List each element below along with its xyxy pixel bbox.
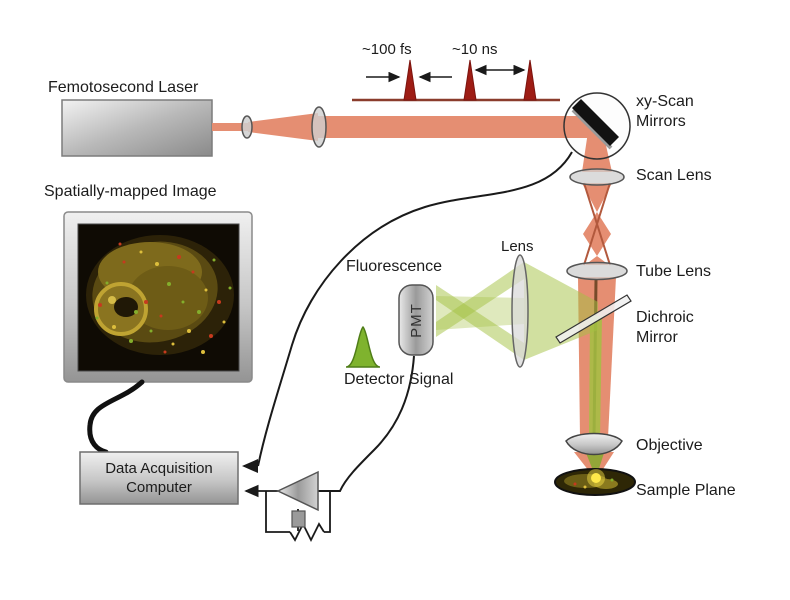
resistor-zigzag (289, 521, 325, 543)
feedback-component (291, 510, 306, 528)
speckles (95, 242, 232, 354)
scan-lens (569, 168, 625, 186)
pmt-label: PMT (407, 302, 425, 338)
sample-plane-label: Sample Plane (636, 482, 736, 499)
computer-box (79, 451, 239, 505)
detector-signal-curve (345, 325, 381, 368)
scan-lens-label: Scan Lens (636, 167, 712, 184)
monitor-cable (87, 379, 145, 455)
fluorescence-focus-cone (586, 453, 604, 478)
spatially-mapped-image-label: Spatially-mapped Image (44, 183, 217, 200)
pulse-spacing-label: ~10 ns (452, 41, 498, 58)
pulse-annotation-arrows (366, 64, 526, 83)
sample-plane (554, 468, 636, 496)
beam-lens-large (311, 106, 327, 148)
amplifier-triangle (276, 470, 319, 512)
embryo-image (86, 235, 234, 355)
pulse-width-label: ~100 fs (362, 41, 412, 58)
descending-fluorescence-band (589, 316, 602, 438)
dichroic-mirror-label: Dichroic Mirror (636, 309, 694, 346)
detector-signal-label: Detector Signal (344, 371, 454, 388)
collection-lens-label: Lens (501, 238, 534, 255)
computer-label: Data Acquisition Computer (105, 460, 213, 496)
xy-scan-mirror (563, 92, 631, 160)
pmt-detector (398, 284, 434, 356)
xy-scan-mirrors-label: xy-Scan Mirrors (636, 93, 694, 130)
pulse-train (352, 59, 560, 102)
amplifier-circuit (244, 470, 331, 543)
signal-wires (242, 151, 573, 492)
tube-lens-label: Tube Lens (636, 263, 712, 280)
laser-label: Femotosecond Laser (48, 79, 199, 96)
fluorescence-label: Fluorescence (346, 258, 443, 275)
tube-lens (566, 261, 628, 281)
dichroic-mirror (555, 294, 632, 344)
objective-lens (565, 432, 623, 456)
fluorescence-beam (436, 262, 598, 360)
monitor (63, 211, 253, 383)
laser-box (61, 99, 213, 157)
pmt-wire (318, 355, 415, 492)
beam-lens-small (241, 115, 253, 139)
collection-lens (511, 254, 529, 368)
objective-label: Objective (636, 437, 703, 454)
scan-mirror-wire (257, 151, 573, 467)
